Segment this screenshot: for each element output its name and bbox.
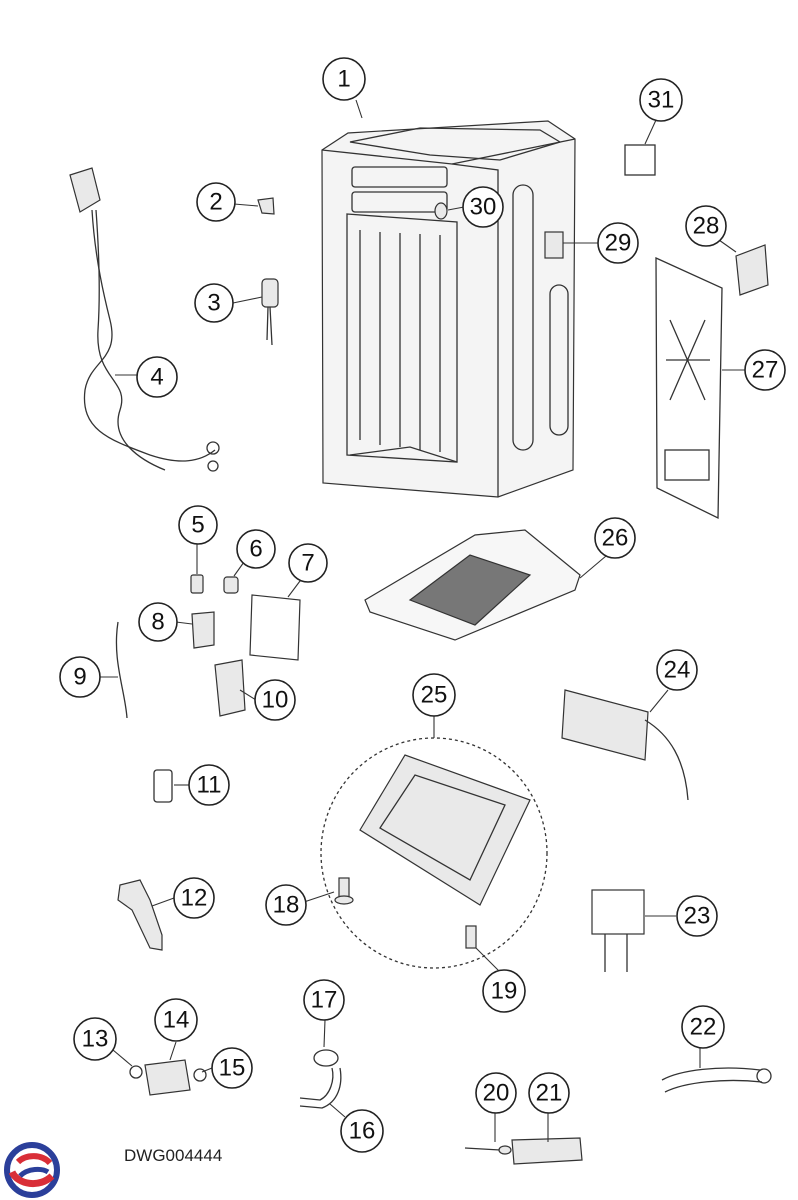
- callout-6: 6: [236, 529, 276, 569]
- callout-5: 5: [178, 505, 218, 545]
- svg-text:3: 3: [207, 290, 220, 317]
- svg-text:13: 13: [82, 1026, 109, 1053]
- callout-31: 31: [639, 78, 683, 122]
- motor-part-23: [591, 889, 645, 972]
- svg-text:28: 28: [693, 213, 720, 240]
- callout-1: 1: [322, 57, 366, 101]
- bag-part-8: [191, 611, 215, 649]
- callout-23: 23: [676, 895, 718, 937]
- svg-text:27: 27: [752, 357, 779, 384]
- svg-text:22: 22: [690, 1014, 717, 1041]
- callout-22: 22: [681, 1005, 725, 1049]
- clamp-part-17: [313, 1049, 339, 1067]
- filter-tray-part-26: [364, 529, 581, 641]
- callout-16: 16: [340, 1109, 384, 1153]
- callout-11: 11: [188, 764, 230, 806]
- svg-text:25: 25: [421, 682, 448, 709]
- foam-part-28: [735, 244, 769, 296]
- callout-3: 3: [194, 283, 234, 323]
- callout-10: 10: [254, 679, 296, 721]
- nut-part-6: [223, 576, 239, 594]
- pin-part-20: [464, 1145, 512, 1155]
- callout-2: 2: [196, 182, 236, 222]
- svg-text:16: 16: [349, 1118, 376, 1145]
- svg-text:19: 19: [491, 978, 518, 1005]
- callout-29: 29: [597, 222, 639, 264]
- svg-text:2: 2: [209, 189, 222, 216]
- callout-9: 9: [59, 656, 101, 698]
- callout-15: 15: [211, 1047, 253, 1089]
- hose-part-16: [299, 1067, 342, 1109]
- svg-text:21: 21: [536, 1080, 563, 1107]
- callout-25: 25: [412, 673, 456, 717]
- clamp-part-13: [129, 1065, 143, 1079]
- bracket-part-12: [117, 879, 163, 951]
- callout-28: 28: [685, 205, 727, 247]
- svg-text:8: 8: [151, 609, 164, 636]
- callout-19: 19: [482, 969, 526, 1013]
- callout-17: 17: [303, 979, 345, 1021]
- sensor-part-3: [261, 278, 279, 346]
- label-part-11: [153, 769, 173, 803]
- svg-text:17: 17: [311, 987, 338, 1014]
- handle-part-21: [511, 1137, 583, 1165]
- power-cord-part-4: [69, 167, 220, 472]
- callout-30: 30: [462, 186, 504, 228]
- callout-20: 20: [475, 1072, 517, 1114]
- svg-text:18: 18: [273, 892, 300, 919]
- drain-hose-part-22: [661, 1067, 772, 1093]
- base-part-25: [320, 737, 548, 969]
- control-panel-part-24: [561, 689, 689, 801]
- callout-12: 12: [173, 877, 215, 919]
- svg-text:4: 4: [150, 364, 163, 391]
- callout-21: 21: [528, 1072, 570, 1114]
- foot-part-19: [465, 925, 477, 949]
- callout-27: 27: [744, 349, 786, 391]
- callout-7: 7: [288, 543, 328, 583]
- clip-part-2: [257, 197, 275, 215]
- clamp-part-15: [193, 1068, 207, 1082]
- label-part-31: [624, 144, 656, 176]
- callout-13: 13: [73, 1017, 117, 1061]
- svg-text:29: 29: [605, 230, 632, 257]
- svg-text:5: 5: [191, 512, 204, 539]
- svg-text:10: 10: [262, 687, 289, 714]
- svg-text:31: 31: [648, 87, 675, 114]
- svg-text:15: 15: [219, 1055, 246, 1082]
- svg-text:12: 12: [181, 885, 208, 912]
- callout-4: 4: [136, 356, 178, 398]
- callout-8: 8: [138, 602, 178, 642]
- svg-text:1: 1: [337, 66, 350, 93]
- svg-text:14: 14: [163, 1007, 190, 1034]
- wire-part-9: [115, 621, 128, 719]
- svg-text:6: 6: [249, 536, 262, 563]
- callout-14: 14: [154, 998, 198, 1042]
- screw-part-5: [190, 574, 204, 594]
- callout-24: 24: [656, 649, 698, 691]
- svg-text:7: 7: [301, 550, 314, 577]
- svg-text:9: 9: [73, 664, 86, 691]
- drawing-code: DWG004444: [124, 1146, 223, 1165]
- svg-text:11: 11: [197, 772, 222, 799]
- brand-logo: [4, 1142, 60, 1198]
- svg-text:24: 24: [664, 657, 691, 684]
- svg-text:23: 23: [684, 903, 711, 930]
- svg-text:26: 26: [602, 525, 629, 552]
- callout-26: 26: [594, 517, 636, 559]
- leader-lines: [100, 99, 746, 1142]
- cabinet-part: [321, 120, 576, 498]
- callout-18: 18: [265, 884, 307, 926]
- foot-part-18: [334, 877, 354, 905]
- pad-part-7: [249, 594, 301, 661]
- svg-text:30: 30: [470, 194, 497, 221]
- svg-text:20: 20: [483, 1080, 510, 1107]
- bag-part-10: [214, 659, 246, 717]
- valve-part-14: [144, 1059, 191, 1096]
- back-panel-part-27: [655, 256, 723, 520]
